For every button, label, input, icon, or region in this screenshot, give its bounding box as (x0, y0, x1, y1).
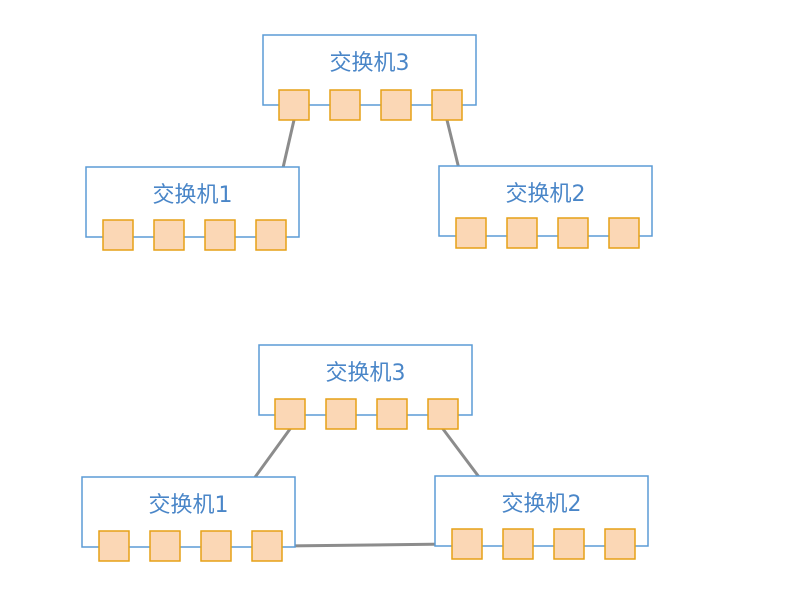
switch-label: 交换机1 (149, 493, 229, 518)
switch-label: 交换机2 (506, 182, 586, 207)
port-3 (204, 219, 236, 251)
switch-label: 交换机2 (502, 492, 582, 517)
port-4 (431, 89, 463, 121)
port-2 (502, 528, 534, 560)
port-2 (325, 398, 357, 430)
port-1 (455, 217, 487, 249)
port-2 (149, 530, 181, 562)
switch-bottom-s2: 交换机2 (434, 475, 649, 560)
port-4 (608, 217, 640, 249)
switches-layer: 交换机3 交换机1 交换机2 交换机3 交换机1 交换机2 (81, 34, 653, 562)
switch-bottom-s3: 交换机3 (258, 344, 473, 430)
port-1 (102, 219, 134, 251)
port-3 (380, 89, 412, 121)
switch-top-s1: 交换机1 (85, 166, 300, 251)
port-2 (506, 217, 538, 249)
port-4 (251, 530, 283, 562)
port-1 (278, 89, 310, 121)
switch-label: 交换机3 (326, 361, 406, 386)
port-1 (98, 530, 130, 562)
port-2 (153, 219, 185, 251)
port-1 (274, 398, 306, 430)
port-3 (376, 398, 408, 430)
port-3 (557, 217, 589, 249)
port-2 (329, 89, 361, 121)
port-4 (604, 528, 636, 560)
port-4 (255, 219, 287, 251)
port-3 (553, 528, 585, 560)
switch-label: 交换机3 (330, 51, 410, 76)
switch-bottom-s1: 交换机1 (81, 476, 296, 562)
port-3 (200, 530, 232, 562)
switch-label: 交换机1 (153, 183, 233, 208)
switch-top-s3: 交换机3 (262, 34, 477, 121)
port-4 (427, 398, 459, 430)
switch-top-s2: 交换机2 (438, 165, 653, 249)
link-bottom-s1p4-s2p1 (280, 542, 454, 548)
port-1 (451, 528, 483, 560)
